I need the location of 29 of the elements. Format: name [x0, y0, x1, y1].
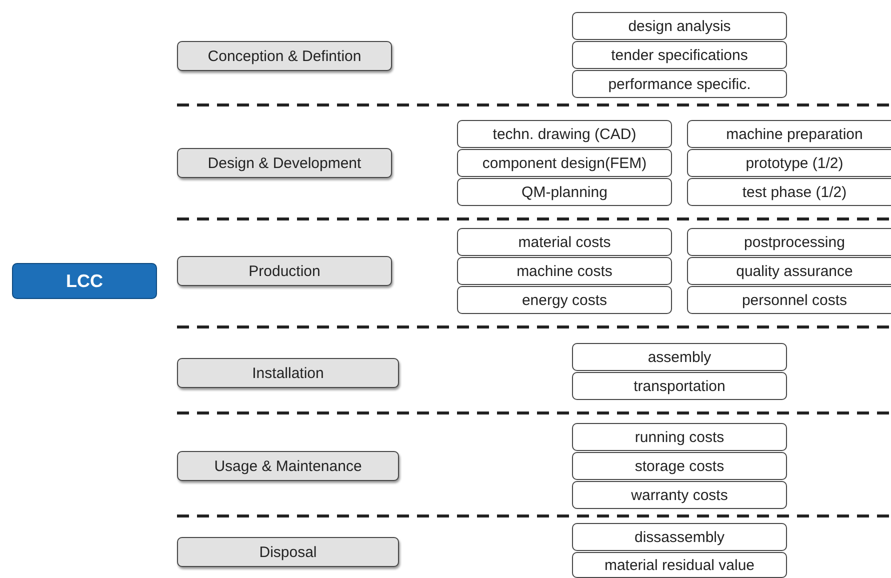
cost-item-box: material residual value [572, 552, 787, 578]
cost-item-box: machine preparation [687, 120, 891, 148]
cost-item-box: machine costs [457, 257, 672, 285]
cost-item-box: running costs [572, 423, 787, 451]
cost-item-box: QM-planning [457, 178, 672, 206]
cost-item-box: dissassembly [572, 523, 787, 551]
root-box: LCC [12, 263, 157, 299]
cost-item-box: test phase (1/2) [687, 178, 891, 206]
phase-box: Conception & Defintion [177, 41, 392, 71]
cost-item-box: techn. drawing (CAD) [457, 120, 672, 148]
cost-item-box: postprocessing [687, 228, 891, 256]
phase-box: Disposal [177, 537, 399, 567]
cost-item-box: storage costs [572, 452, 787, 480]
cost-item-box: design analysis [572, 12, 787, 40]
phase-box: Design & Development [177, 148, 392, 178]
cost-item-box: prototype (1/2) [687, 149, 891, 177]
cost-item-box: personnel costs [687, 286, 891, 314]
cost-item-box: energy costs [457, 286, 672, 314]
phase-box: Usage & Maintenance [177, 451, 399, 481]
phase-box: Installation [177, 358, 399, 388]
phase-box: Production [177, 256, 392, 286]
cost-item-box: tender specifications [572, 41, 787, 69]
cost-item-box: assembly [572, 343, 787, 371]
cost-item-box: warranty costs [572, 481, 787, 509]
cost-item-box: material costs [457, 228, 672, 256]
cost-item-box: quality assurance [687, 257, 891, 285]
cost-item-box: transportation [572, 372, 787, 400]
cost-item-box: performance specific. [572, 70, 787, 98]
cost-item-box: component design(FEM) [457, 149, 672, 177]
